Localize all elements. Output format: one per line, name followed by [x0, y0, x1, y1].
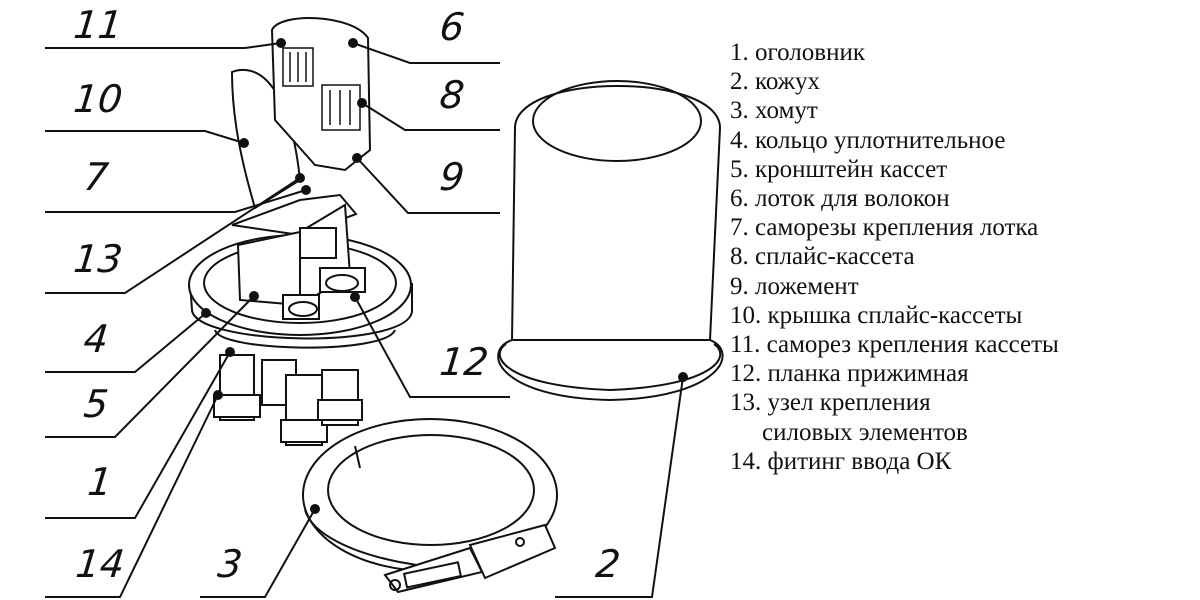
leader-12 — [354, 296, 510, 398]
legend-item-14: 14. фитинг ввода ОК — [730, 447, 952, 475]
callout-14: 14 — [73, 542, 127, 586]
leader-8 — [361, 102, 500, 131]
legend-item-5: 5. кронштейн кассет — [730, 155, 948, 183]
callout-4: 4 — [81, 317, 111, 361]
legend-item-8: 8. сплайс-кассета — [730, 243, 915, 271]
cover-drawing — [497, 80, 724, 402]
legend-item-2: 2. кожух — [730, 68, 821, 96]
legend-item-9: 9. ложемент — [730, 272, 859, 300]
callout-7: 7 — [81, 155, 111, 199]
leader-1 — [45, 351, 231, 519]
callout-10: 10 — [71, 77, 125, 121]
leader-lines — [45, 42, 684, 598]
callout-9: 9 — [437, 155, 467, 199]
legend-item-13-continued: силовых элементов — [762, 418, 968, 446]
callout-3: 3 — [215, 542, 245, 586]
legend-item-11: 11. саморез крепления кассеты — [730, 331, 1059, 359]
callout-1: 1 — [85, 460, 115, 504]
leader-5 — [45, 295, 255, 438]
leader-13 — [45, 177, 301, 294]
legend-item-13: 13. узел крепления — [730, 389, 931, 417]
leader-6 — [352, 42, 500, 64]
legend-item-12: 12. планка прижимная — [730, 360, 969, 388]
clamp-drawing — [302, 418, 558, 594]
leader-10 — [45, 130, 245, 144]
parts-legend: 1. оголовник 2. кожух 3. хомут 4. кольцо… — [730, 38, 1059, 476]
callout-6: 6 — [437, 5, 467, 49]
callout-12: 12 — [437, 340, 491, 384]
leader-7 — [45, 189, 307, 213]
legend-item-7: 7. саморезы крепления лотка — [730, 214, 1039, 242]
leader-2 — [555, 376, 684, 598]
cassette-assembly-drawing — [230, 17, 372, 320]
legend-item-6: 6. лоток для волокон — [730, 185, 950, 213]
legend-item-10: 10. крышка сплайс-кассеты — [730, 301, 1023, 329]
legend-item-1: 1. оголовник — [730, 39, 865, 66]
callout-2: 2 — [593, 542, 623, 586]
legend-item-3: 3. хомут — [730, 97, 818, 125]
leader-9 — [356, 157, 500, 214]
leader-14 — [45, 394, 219, 598]
leader-4 — [45, 312, 207, 373]
leader-11 — [45, 42, 282, 49]
leader-3 — [200, 508, 316, 598]
callout-8: 8 — [437, 73, 467, 117]
callout-5: 5 — [81, 382, 111, 426]
callout-11: 11 — [71, 3, 125, 47]
callout-13: 13 — [71, 237, 125, 281]
legend-item-4: 4. кольцо уплотнительное — [730, 126, 1006, 154]
